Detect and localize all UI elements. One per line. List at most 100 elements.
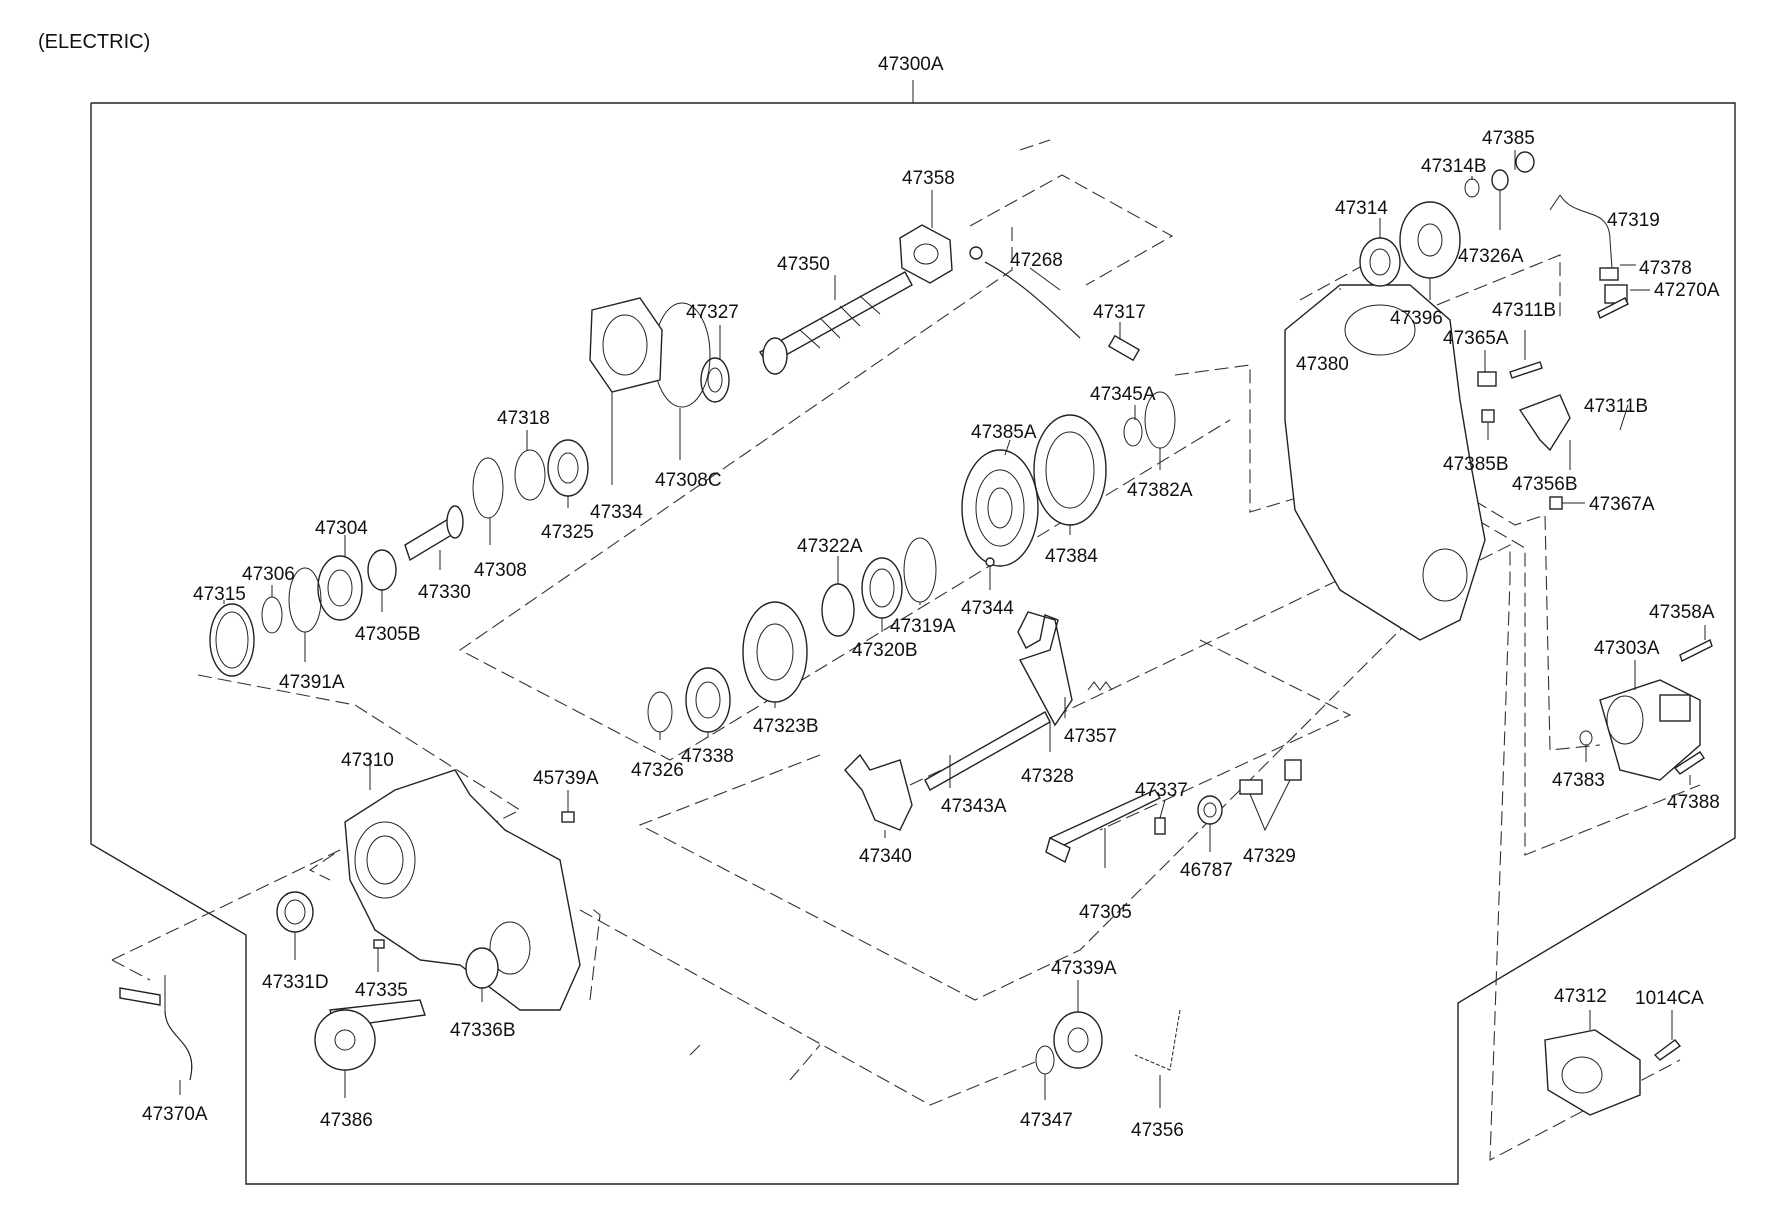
- ring-gear-47315: [209, 603, 255, 677]
- part-label: 47327: [686, 302, 739, 323]
- part-label: 47323B: [753, 716, 819, 737]
- part-label: 47358A: [1649, 602, 1715, 623]
- variant-label: (ELECTRIC): [38, 31, 150, 53]
- part-label: 47334: [590, 502, 643, 523]
- part-label: 46787: [1180, 860, 1233, 881]
- part-label: 47385A: [971, 422, 1037, 443]
- part-label: 47347: [1020, 1110, 1073, 1131]
- ring-47345A: [1123, 417, 1143, 447]
- part-label: 47335: [355, 980, 408, 1001]
- part-label: 47318: [497, 408, 550, 429]
- part-label: 47310: [341, 750, 394, 771]
- fork-47328: [1017, 611, 1073, 727]
- part-label: 47396: [1390, 308, 1443, 329]
- part-label: 47308C: [655, 470, 722, 491]
- part-label: 47385: [1482, 128, 1535, 149]
- part-label: 47336B: [450, 1020, 516, 1041]
- seal-47331D: [276, 891, 314, 933]
- flange-47396: [1399, 201, 1461, 279]
- seal-47336B: [465, 947, 499, 989]
- part-label: 47339A: [1051, 958, 1117, 979]
- part-label: 47386: [320, 1110, 373, 1131]
- part-label: 47383: [1552, 770, 1605, 791]
- washer-47326A: [1491, 169, 1509, 191]
- washer-47383: [1579, 730, 1593, 746]
- part-label: 47343A: [941, 796, 1007, 817]
- spring-47357: [1087, 681, 1113, 691]
- part-label: 47320B: [852, 640, 918, 661]
- part-label: 1014CA: [1635, 988, 1704, 1009]
- part-label: 47319: [1607, 210, 1660, 231]
- part-label: 47303A: [1594, 638, 1660, 659]
- part-label: 47344: [961, 598, 1014, 619]
- fork-47340: [844, 753, 913, 831]
- part-label: 47337: [1135, 780, 1188, 801]
- sensor-47317: [1107, 334, 1141, 362]
- part-label: 47312: [1554, 986, 1607, 1007]
- nut-47385: [1515, 151, 1535, 173]
- o-ring-47314B: [1464, 178, 1480, 198]
- part-shapes: [119, 151, 1713, 1116]
- part-label: 47304: [315, 518, 368, 539]
- chain-47356: [1134, 1009, 1181, 1071]
- bearing-47327: [700, 357, 730, 403]
- part-label: 47328: [1021, 766, 1074, 787]
- part-label: 47384: [1045, 546, 1098, 567]
- clip-47306: [261, 596, 283, 634]
- tube-47370A: [164, 975, 193, 1081]
- seal-47305B: [367, 549, 397, 591]
- assembly-frame: [90, 80, 1736, 1185]
- pin-47335: [373, 939, 385, 949]
- part-label: 47345A: [1090, 384, 1156, 405]
- bearing-47304: [317, 555, 363, 621]
- part-label: 47370A: [142, 1104, 208, 1125]
- part-label: 47325: [541, 522, 594, 543]
- bolt-1014CA: [1653, 1039, 1682, 1061]
- part-label: 47391A: [279, 672, 345, 693]
- part-label: 47326: [631, 760, 684, 781]
- part-label: 45739A: [533, 768, 599, 789]
- part-label: 47330: [418, 582, 471, 603]
- ring-47319A: [903, 537, 937, 603]
- bolt-47388: [1673, 751, 1705, 775]
- part-label: 47314: [1335, 198, 1388, 219]
- seal-47314: [1359, 237, 1401, 287]
- bolt-47311B-a: [1509, 361, 1543, 379]
- motor-47303A: [1599, 679, 1701, 781]
- sleeve-47322A: [821, 583, 855, 637]
- part-label: 47270A: [1654, 280, 1720, 301]
- part-labels: 47358 47350 47268 47317 47327 47345A 473…: [142, 128, 1720, 1141]
- bearing-47385A: [961, 449, 1039, 567]
- clip-47365A: [1477, 371, 1497, 387]
- part-label: 47331D: [262, 972, 329, 993]
- part-label: 47317: [1093, 302, 1146, 323]
- part-label: 47311B: [1584, 396, 1648, 417]
- part-label: 47382A: [1127, 480, 1193, 501]
- part-label: 47388: [1667, 792, 1720, 813]
- pin-47337: [1154, 817, 1166, 835]
- part-label: 47305B: [355, 624, 421, 645]
- snap-ring-47308: [472, 457, 504, 519]
- washer-47326: [647, 691, 673, 733]
- part-label: 47322A: [797, 536, 863, 557]
- washer-47318: [514, 449, 546, 501]
- part-label: 47326A: [1458, 246, 1524, 267]
- hub-47320B: [861, 557, 903, 619]
- gear-47325: [547, 439, 589, 497]
- part-label: 47268: [1010, 250, 1063, 271]
- case-47310: [344, 769, 581, 1011]
- pivot-47329: [1239, 759, 1302, 795]
- part-label: 47357: [1064, 726, 1117, 747]
- part-label: 47350: [777, 254, 830, 275]
- wire-47319: [1559, 194, 1613, 269]
- part-label: 47308: [474, 560, 527, 581]
- gear-47339A: [1053, 1011, 1103, 1069]
- plug-45739A: [561, 811, 575, 823]
- bushing-46787: [1197, 795, 1223, 825]
- nut-47385B: [1481, 409, 1495, 423]
- assembly-label: 47300A: [878, 54, 944, 75]
- part-label: 47356B: [1512, 474, 1578, 495]
- part-label: 47378: [1639, 258, 1692, 279]
- leader-lines: [179, 150, 1706, 1108]
